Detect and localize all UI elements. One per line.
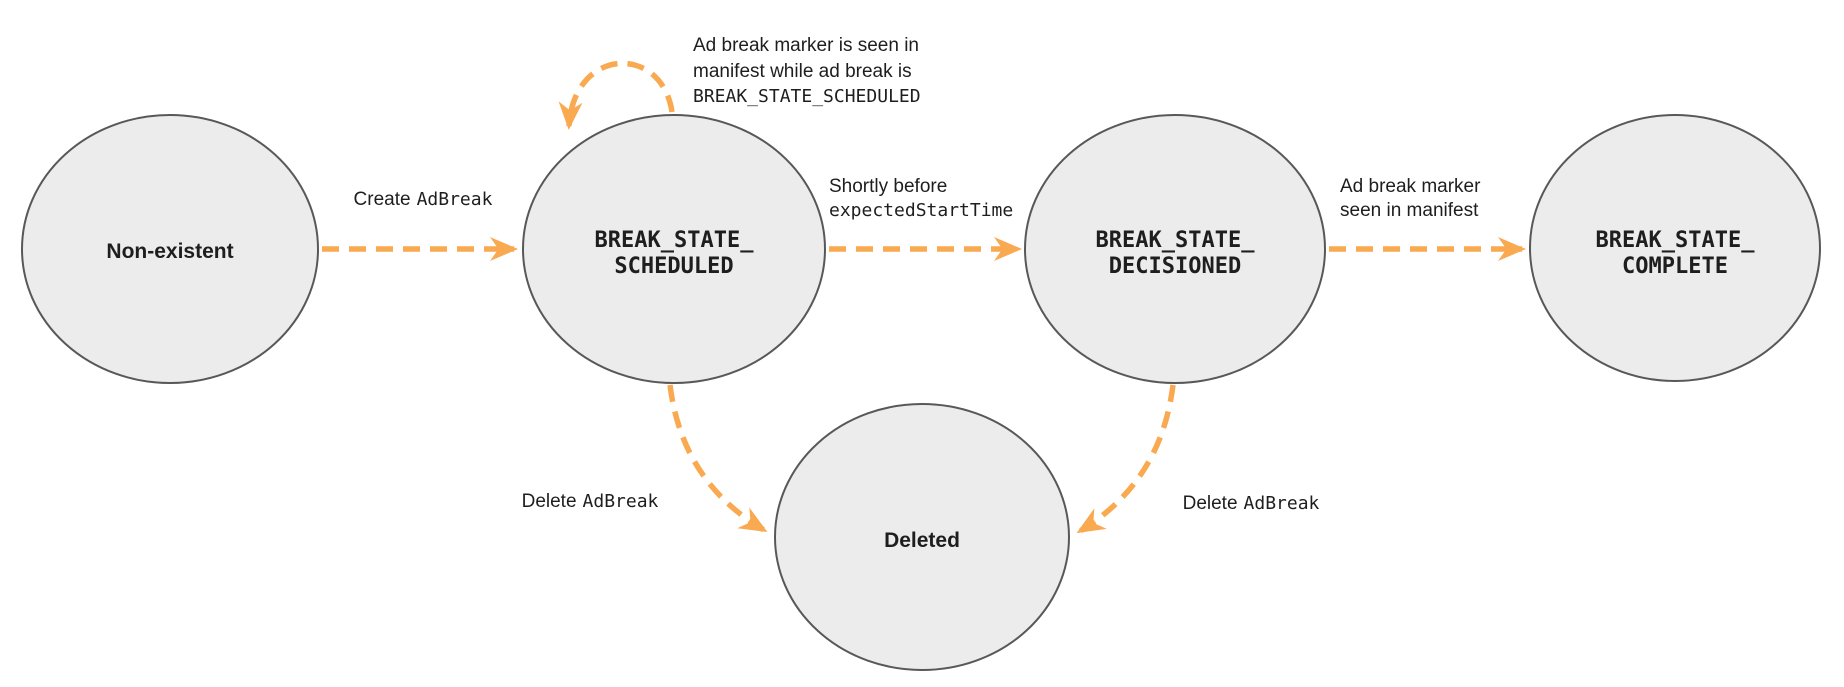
node-break-state-complete-label-line2: COMPLETE xyxy=(1622,254,1728,279)
svg-text:Shortly before: Shortly before xyxy=(829,176,947,197)
node-non-existent: Non-existent xyxy=(21,114,319,384)
edge-delete-from-decisioned xyxy=(1076,384,1176,534)
node-deleted: Deleted xyxy=(774,403,1070,671)
edge-self-loop-scheduled xyxy=(558,60,675,130)
node-deleted-circle xyxy=(774,403,1070,671)
edge-to-decisioned-label: Shortly before expectedStartTime xyxy=(829,176,1013,221)
node-break-state-scheduled-label-line2: SCHEDULED xyxy=(614,254,733,279)
node-break-state-scheduled: BREAK_STATE_ SCHEDULED xyxy=(522,114,826,384)
svg-text:expectedStartTime: expectedStartTime xyxy=(829,200,1013,221)
edges xyxy=(322,60,1526,534)
node-break-state-scheduled-circle xyxy=(522,114,826,384)
node-break-state-complete-label-line1: BREAK_STATE_ xyxy=(1596,228,1756,253)
edge-delete-from-scheduled xyxy=(667,384,768,533)
svg-text:manifest while ad break is: manifest while ad break is xyxy=(693,61,912,82)
svg-text:Ad break marker is seen in: Ad break marker is seen in xyxy=(693,35,919,56)
svg-text:Ad break marker: Ad break marker xyxy=(1340,176,1481,197)
edge-self-loop-label: Ad break marker is seen in manifest whil… xyxy=(693,35,921,107)
node-break-state-decisioned: BREAK_STATE_ DECISIONED xyxy=(1024,114,1326,384)
node-non-existent-circle xyxy=(21,114,319,384)
svg-text:seen in manifest: seen in manifest xyxy=(1340,200,1479,221)
node-break-state-decisioned-label-line2: DECISIONED xyxy=(1109,254,1241,279)
node-break-state-decisioned-circle xyxy=(1024,114,1326,384)
svg-text:BREAK_STATE_SCHEDULED: BREAK_STATE_SCHEDULED xyxy=(693,86,921,107)
node-break-state-complete: BREAK_STATE_ COMPLETE xyxy=(1529,114,1821,382)
node-deleted-label: Deleted xyxy=(884,529,960,552)
node-break-state-scheduled-label-line1: BREAK_STATE_ xyxy=(595,228,755,253)
node-break-state-decisioned-label-line1: BREAK_STATE_ xyxy=(1096,228,1256,253)
node-break-state-complete-circle xyxy=(1529,114,1821,382)
edge-to-complete-label: Ad break marker seen in manifest xyxy=(1340,176,1481,221)
node-non-existent-label: Non-existent xyxy=(106,240,233,263)
